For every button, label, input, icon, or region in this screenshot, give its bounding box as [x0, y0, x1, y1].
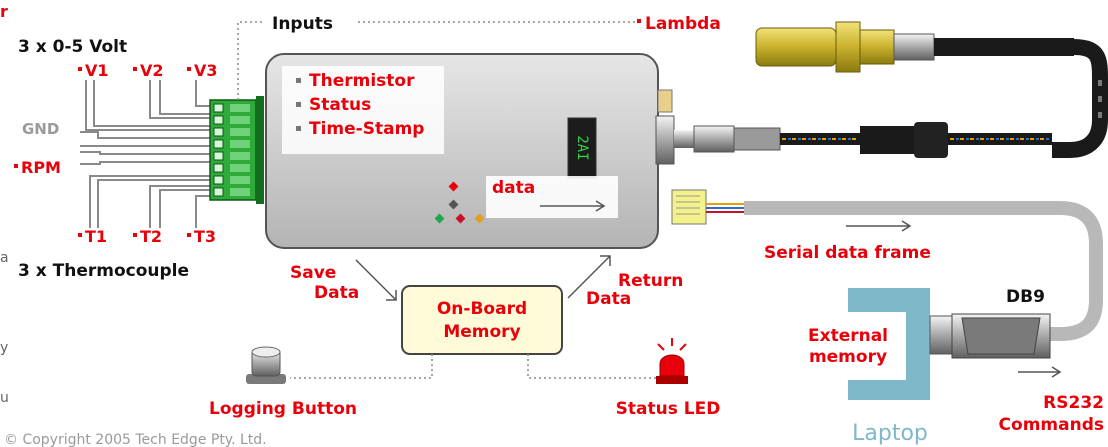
voltage-inputs-title: 3 x 0-5 Volt: [18, 37, 127, 57]
feature-time-stamp: Time-Stamp: [309, 119, 424, 139]
onboard-memory-line-1: On-Board: [437, 299, 527, 319]
serial-cable: [671, 189, 1103, 341]
input-label-gnd: GND: [22, 120, 59, 138]
status-bullet-icon: [296, 102, 301, 107]
status-led-icon: [656, 338, 688, 384]
logging-button-label: Logging Button: [209, 399, 357, 419]
input-label-v2: V2: [140, 61, 164, 80]
rs232-line-1: RS232: [1043, 393, 1104, 413]
laptop-port: [929, 315, 953, 355]
feature-thermistor: Thermistor: [309, 71, 415, 91]
v1-marker-icon: [78, 67, 82, 71]
laptop-shape: [848, 288, 930, 400]
side-switch: [657, 89, 673, 113]
button-leader-line: [290, 354, 433, 379]
edge-fragment-2: a: [0, 250, 9, 266]
led-green-icon: [434, 213, 445, 224]
external-memory-line-1: External: [808, 326, 888, 346]
display-readout: 2AI: [574, 135, 590, 160]
edge-fragment-4: u: [0, 390, 9, 406]
input-label-rpm: RPM: [21, 158, 61, 177]
lambda-label: Lambda: [645, 14, 721, 34]
return-data-arrow-icon: [567, 255, 611, 299]
lambda-socket: [655, 115, 675, 165]
save-label: Save: [290, 263, 336, 283]
led-red-bottom-icon: [455, 213, 466, 224]
inputs-leader-line: [237, 21, 264, 100]
led-red-top-icon: [448, 181, 459, 192]
input-label-t2: T2: [140, 227, 162, 246]
feature-list-panel: [282, 66, 444, 154]
copyright-notice: © Copyright 2005 Tech Edge Pty. Ltd.: [4, 432, 267, 447]
serial-frame-label: Serial data frame: [764, 243, 931, 263]
terminal-block-connector: [209, 96, 264, 204]
edge-fragment-3: y: [0, 340, 8, 356]
led-amber-icon: [474, 213, 485, 224]
db9-label: DB9: [1006, 287, 1045, 307]
v3-marker-icon: [187, 67, 191, 71]
inputs-heading: Inputs: [272, 14, 333, 34]
return-data-label: Data: [586, 289, 631, 309]
lambda-marker-icon: [637, 19, 641, 23]
led-grey-icon: [448, 199, 459, 210]
onboard-memory-line-2: Memory: [443, 322, 520, 342]
onboard-memory-box: [401, 285, 563, 355]
save-data-label: Data: [314, 283, 359, 303]
return-label: Return: [618, 271, 683, 291]
input-label-t1: T1: [85, 227, 107, 246]
serial-frame-arrow-icon: [846, 220, 912, 232]
edge-fragment-1: r: [0, 2, 8, 21]
input-label-t3: T3: [194, 227, 216, 246]
status-led-label: Status LED: [616, 399, 721, 419]
data-out-arrow-icon: [540, 200, 606, 212]
t1-marker-icon: [78, 233, 82, 237]
input-label-v1: V1: [85, 61, 109, 80]
feature-status: Status: [309, 95, 371, 115]
rpm-marker-icon: [14, 164, 18, 168]
t3-marker-icon: [187, 233, 191, 237]
timestamp-bullet-icon: [296, 126, 301, 131]
thermocouple-inputs-title: 3 x Thermocouple: [18, 261, 189, 281]
led-leader-line: [527, 354, 660, 379]
data-label: data: [492, 178, 535, 198]
external-memory-line-2: memory: [809, 347, 887, 367]
lambda-cable: [674, 122, 1052, 158]
save-data-arrow-icon: [355, 259, 397, 301]
lambda-sensor: [755, 21, 1108, 158]
input-wires: [80, 80, 212, 228]
rs232-line-2: Commands: [999, 415, 1104, 435]
rs232-arrow-icon: [1018, 366, 1062, 378]
t2-marker-icon: [133, 233, 137, 237]
laptop-label: Laptop: [852, 421, 928, 446]
v2-marker-icon: [133, 67, 137, 71]
db9-connector: [951, 313, 1051, 359]
input-label-v3: V3: [194, 61, 218, 80]
thermistor-bullet-icon: [296, 78, 301, 83]
logging-button-icon: [246, 346, 286, 384]
